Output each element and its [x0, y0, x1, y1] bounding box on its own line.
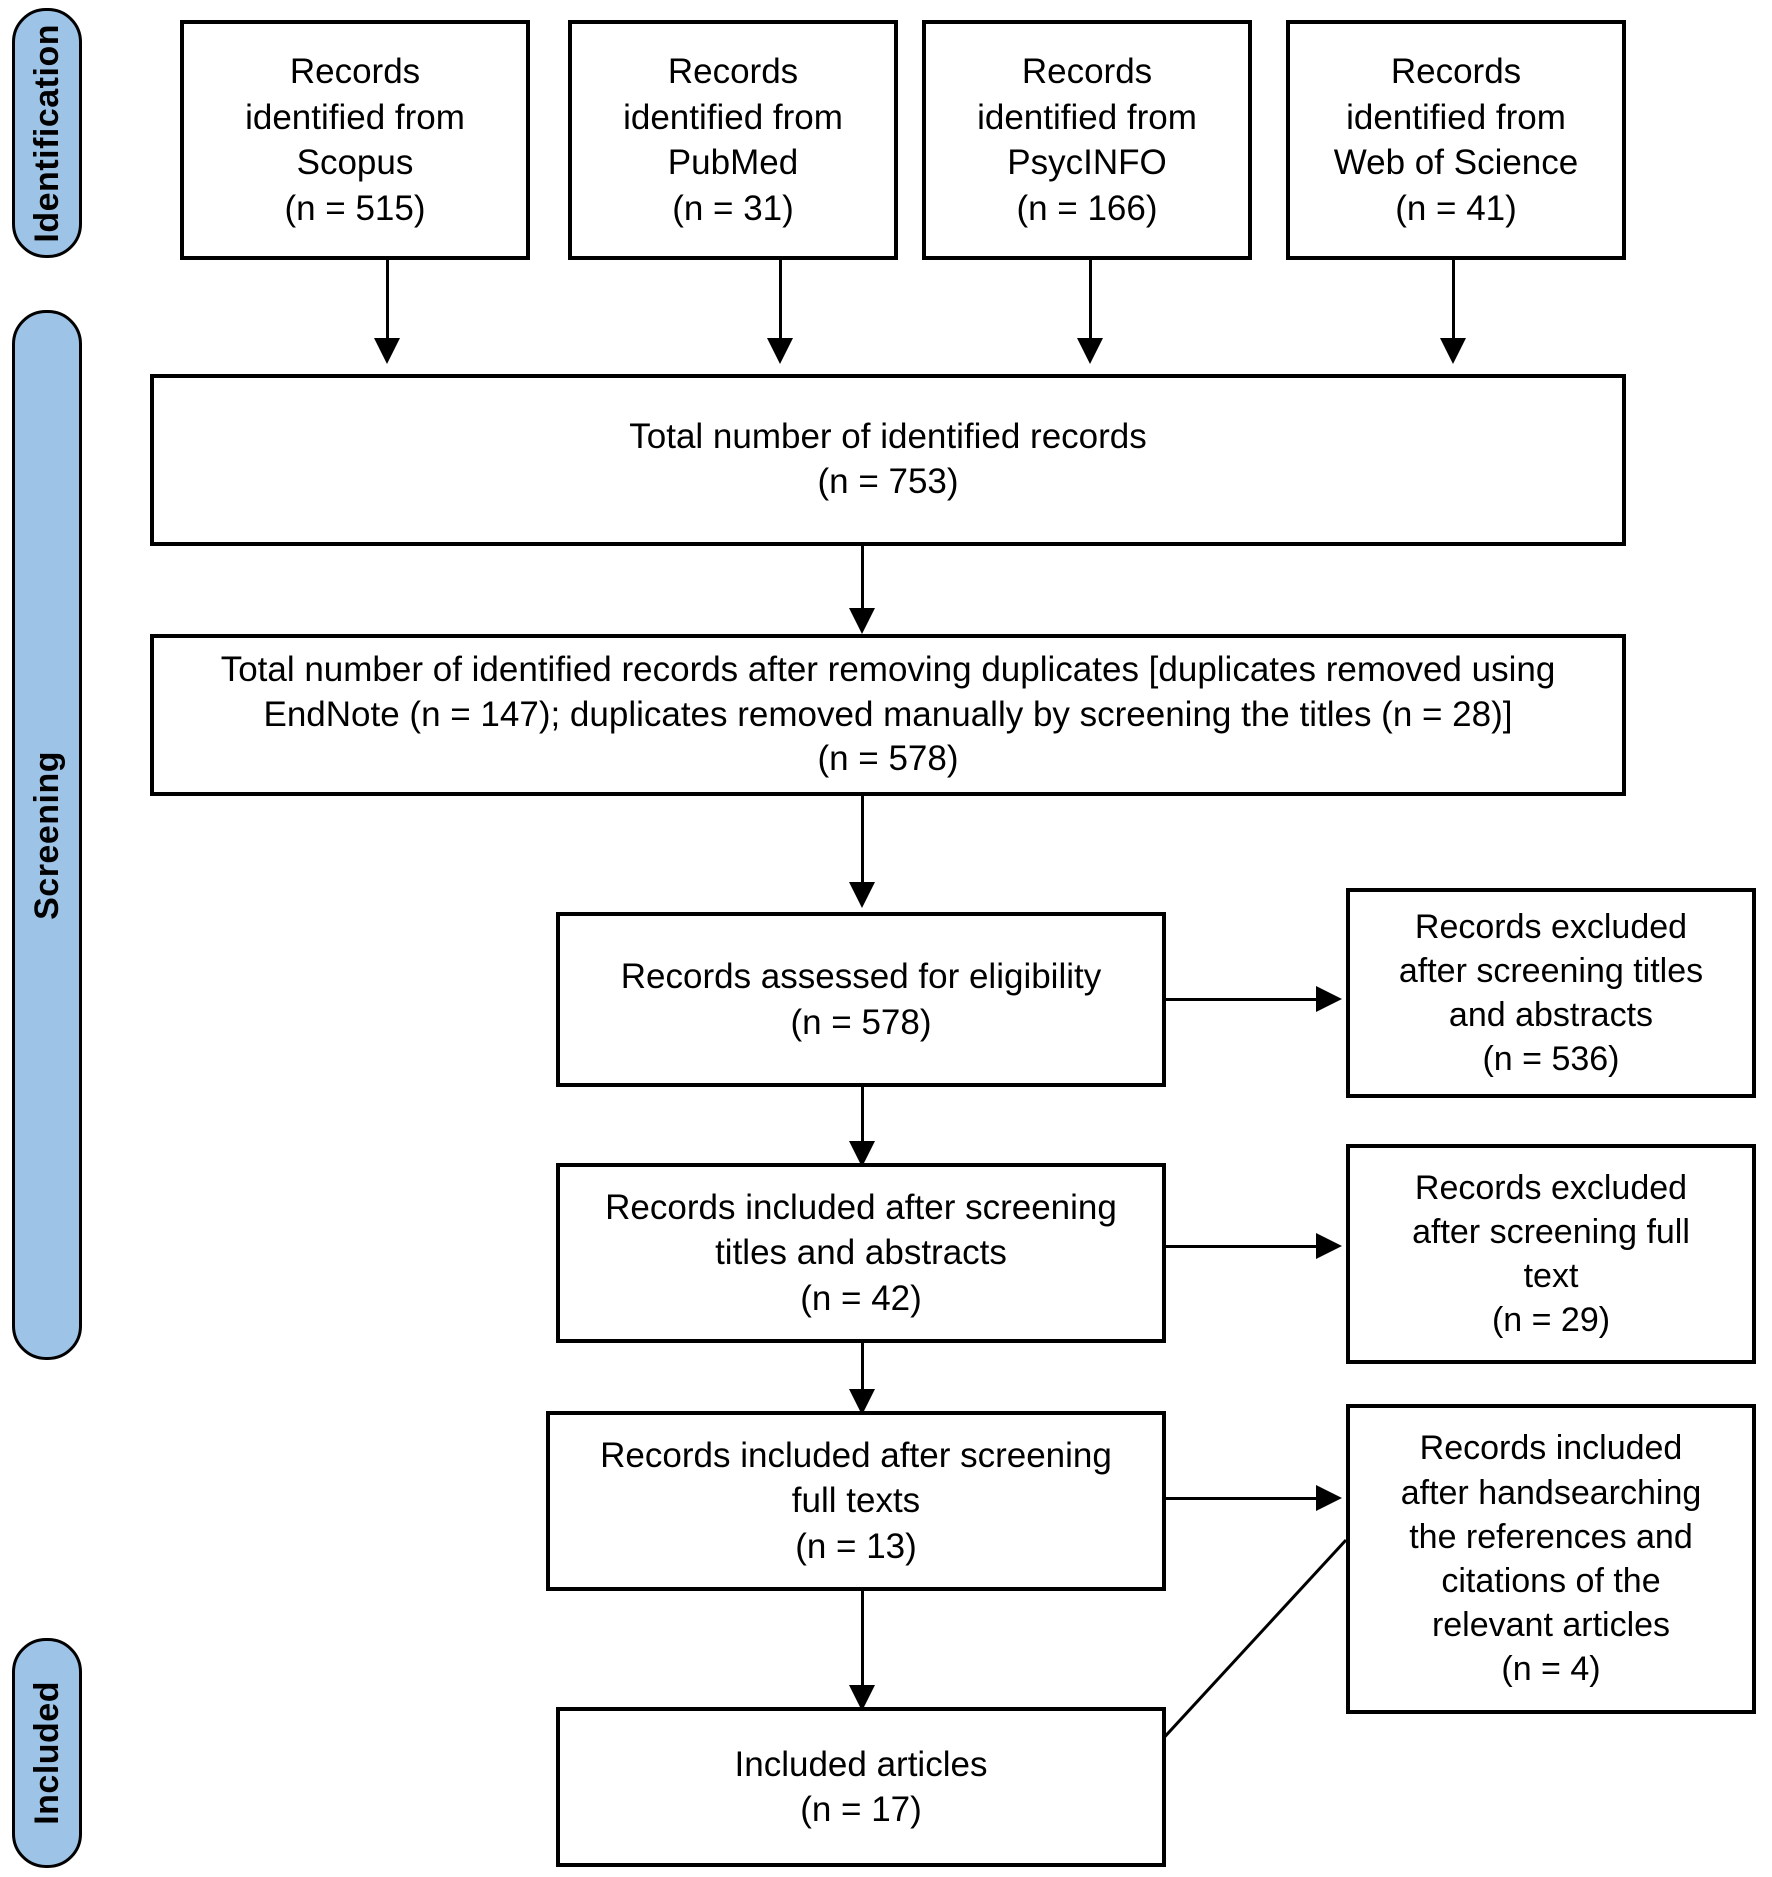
connector-included-fulltexts-to-included-articles [861, 1591, 864, 1689]
arrowhead-wos-to-total [1440, 338, 1466, 364]
arrowhead-duplicates-to-eligibility [849, 882, 875, 908]
node-records-pubmed-text: Records identified from PubMed (n = 31) [623, 52, 843, 228]
phase-label-included-text: Included [28, 1681, 66, 1825]
arrowhead-included-titles-to-excluded-fulltext [1316, 1233, 1342, 1259]
arrowhead-included-fulltexts-to-handsearching [1316, 1485, 1342, 1511]
arrowhead-included-titles-to-included-fulltexts [849, 1389, 875, 1415]
node-records-scopus: Records identified from Scopus (n = 515) [180, 20, 530, 260]
node-included-articles-text: Included articles (n = 17) [734, 1744, 988, 1830]
arrowhead-pubmed-to-total [767, 338, 793, 364]
node-included-articles: Included articles (n = 17) [556, 1707, 1166, 1867]
connector-scopus-to-total [386, 260, 389, 342]
phase-label-identification: Identification [12, 8, 82, 258]
connector-duplicates-to-eligibility [861, 796, 864, 886]
node-records-assessed-for-eligibility-text: Records assessed for eligibility (n = 57… [620, 957, 1102, 1042]
connector-eligibility-to-excluded-titles [1166, 998, 1316, 1001]
node-records-psycinfo-text: Records identified from PsycINFO (n = 16… [977, 52, 1197, 228]
node-records-included-full-texts: Records included after screening full te… [546, 1411, 1166, 1591]
arrowhead-eligibility-to-included-titles [849, 1141, 875, 1167]
connector-included-fulltexts-to-handsearching [1166, 1497, 1316, 1500]
node-records-psycinfo: Records identified from PsycINFO (n = 16… [922, 20, 1252, 260]
node-records-excluded-titles-abstracts: Records excluded after screening titles … [1346, 888, 1756, 1098]
node-records-web-of-science: Records identified from Web of Science (… [1286, 20, 1626, 260]
node-after-removing-duplicates: Total number of identified records after… [150, 634, 1626, 796]
node-records-assessed-for-eligibility: Records assessed for eligibility (n = 57… [556, 912, 1166, 1087]
node-records-included-titles-abstracts: Records included after screening titles … [556, 1163, 1166, 1343]
node-after-removing-duplicates-text: Total number of identified records after… [220, 649, 1556, 779]
node-records-excluded-full-text-text: Records excluded after screening full te… [1412, 1168, 1690, 1340]
node-records-pubmed: Records identified from PubMed (n = 31) [568, 20, 898, 260]
arrowhead-scopus-to-total [374, 338, 400, 364]
node-records-excluded-full-text: Records excluded after screening full te… [1346, 1144, 1756, 1364]
node-total-identified-records: Total number of identified records (n = … [150, 374, 1626, 546]
arrowhead-psycinfo-to-total [1077, 338, 1103, 364]
connector-psycinfo-to-total [1089, 260, 1092, 342]
phase-label-screening-text: Screening [28, 750, 66, 920]
node-records-excluded-titles-abstracts-text: Records excluded after screening titles … [1398, 907, 1704, 1079]
connector-eligibility-to-included-titles [861, 1087, 864, 1145]
arrowhead-total-to-duplicates [849, 608, 875, 634]
node-records-included-full-texts-text: Records included after screening full te… [600, 1435, 1112, 1566]
node-records-web-of-science-text: Records identified from Web of Science (… [1333, 52, 1579, 228]
connector-included-titles-to-excluded-fulltext [1166, 1245, 1316, 1248]
arrowhead-included-fulltexts-to-included-articles [849, 1685, 875, 1711]
phase-label-identification-text: Identification [28, 23, 66, 243]
node-records-scopus-text: Records identified from Scopus (n = 515) [245, 52, 465, 228]
node-records-included-handsearching: Records included after handsearching the… [1346, 1404, 1756, 1714]
phase-label-included: Included [12, 1638, 82, 1868]
node-records-included-titles-abstracts-text: Records included after screening titles … [605, 1187, 1117, 1318]
connector-included-titles-to-included-fulltexts [861, 1343, 864, 1393]
arrowhead-eligibility-to-excluded-titles [1316, 986, 1342, 1012]
node-total-identified-records-text: Total number of identified records (n = … [629, 417, 1147, 501]
node-records-included-handsearching-text: Records included after handsearching the… [1400, 1429, 1702, 1689]
connector-total-to-duplicates [861, 546, 864, 612]
connector-wos-to-total [1452, 260, 1455, 342]
phase-label-screening: Screening [12, 310, 82, 1360]
connector-pubmed-to-total [779, 260, 782, 342]
